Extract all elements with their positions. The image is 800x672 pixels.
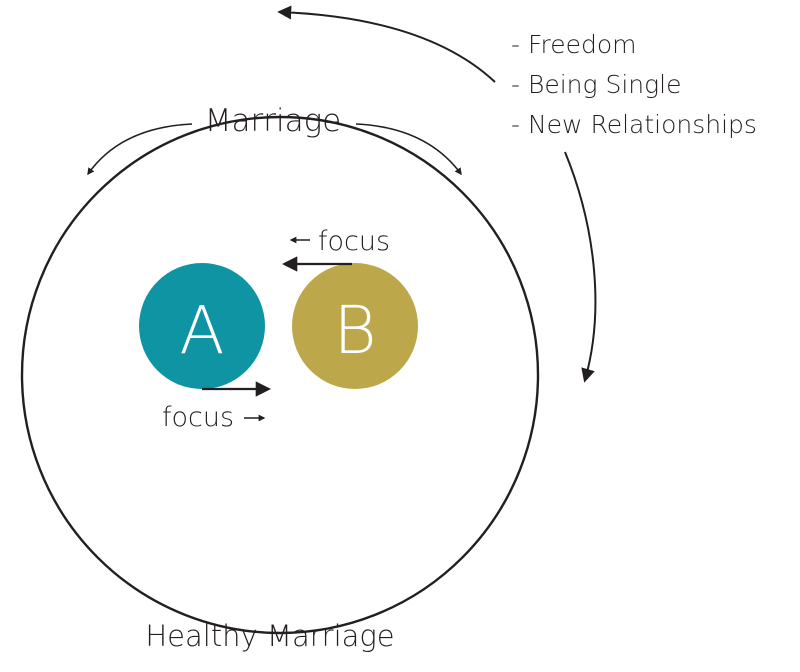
marriage-label: Marriage [205,103,342,139]
partner-b-circle [292,263,418,389]
marriage-arrow-left [87,123,193,176]
external-item-being-single: - Being Single [511,70,681,99]
outer-arrow-right [564,151,597,383]
partner-a-circle [139,263,265,389]
focus-b-label: focus [318,226,390,257]
diagram-caption: Healthy Marriage [145,619,394,653]
external-item-freedom: - Freedom [511,30,637,59]
partner-b-label: B [333,292,376,369]
marriage-boundary-circle [20,115,540,635]
external-item-new-relationships: - New Relationships [511,110,757,139]
marriage-arrow-right [355,123,462,176]
partner-a-label: A [179,292,224,369]
focus-a-label: focus [162,402,234,433]
outer-arrow-top [277,5,496,83]
